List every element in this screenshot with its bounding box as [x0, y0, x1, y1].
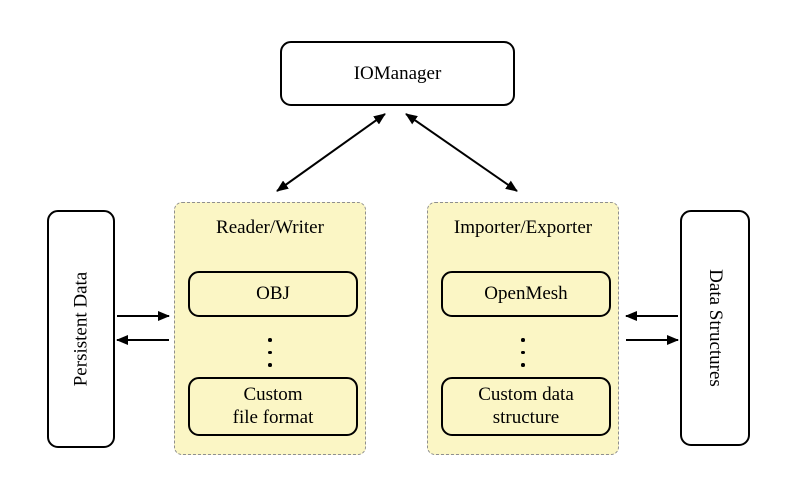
custom-data-structure-box: Custom data structure	[441, 377, 611, 436]
data-structures-box: Data Structures	[680, 210, 750, 446]
reader-writer-title: Reader/Writer	[216, 217, 324, 238]
data-structures-label: Data Structures	[705, 269, 726, 387]
reader-writer-group: Reader/Writer OBJ Custom file format	[174, 202, 366, 455]
persistent-data-box: Persistent Data	[47, 210, 115, 448]
custom-file-format-label: Custom file format	[232, 383, 314, 428]
arrow-iomanager-reader-writer	[276, 113, 386, 192]
iomanager-label: IOManager	[353, 62, 442, 84]
vertical-ellipsis-icon	[428, 338, 618, 367]
arrow-iomanager-importer-exporter	[405, 113, 518, 192]
importer-exporter-group: Importer/Exporter OpenMesh Custom data s…	[427, 202, 619, 455]
custom-file-format-box: Custom file format	[188, 377, 358, 436]
persistent-data-label: Persistent Data	[70, 271, 92, 387]
openmesh-label: OpenMesh	[484, 282, 568, 304]
openmesh-box: OpenMesh	[441, 271, 611, 317]
iomanager-box: IOManager	[280, 41, 515, 106]
obj-label: OBJ	[256, 282, 290, 304]
importer-exporter-title: Importer/Exporter	[453, 217, 593, 238]
vertical-ellipsis-icon	[175, 338, 365, 367]
custom-data-structure-label: Custom data structure	[478, 383, 574, 428]
obj-box: OBJ	[188, 271, 358, 317]
